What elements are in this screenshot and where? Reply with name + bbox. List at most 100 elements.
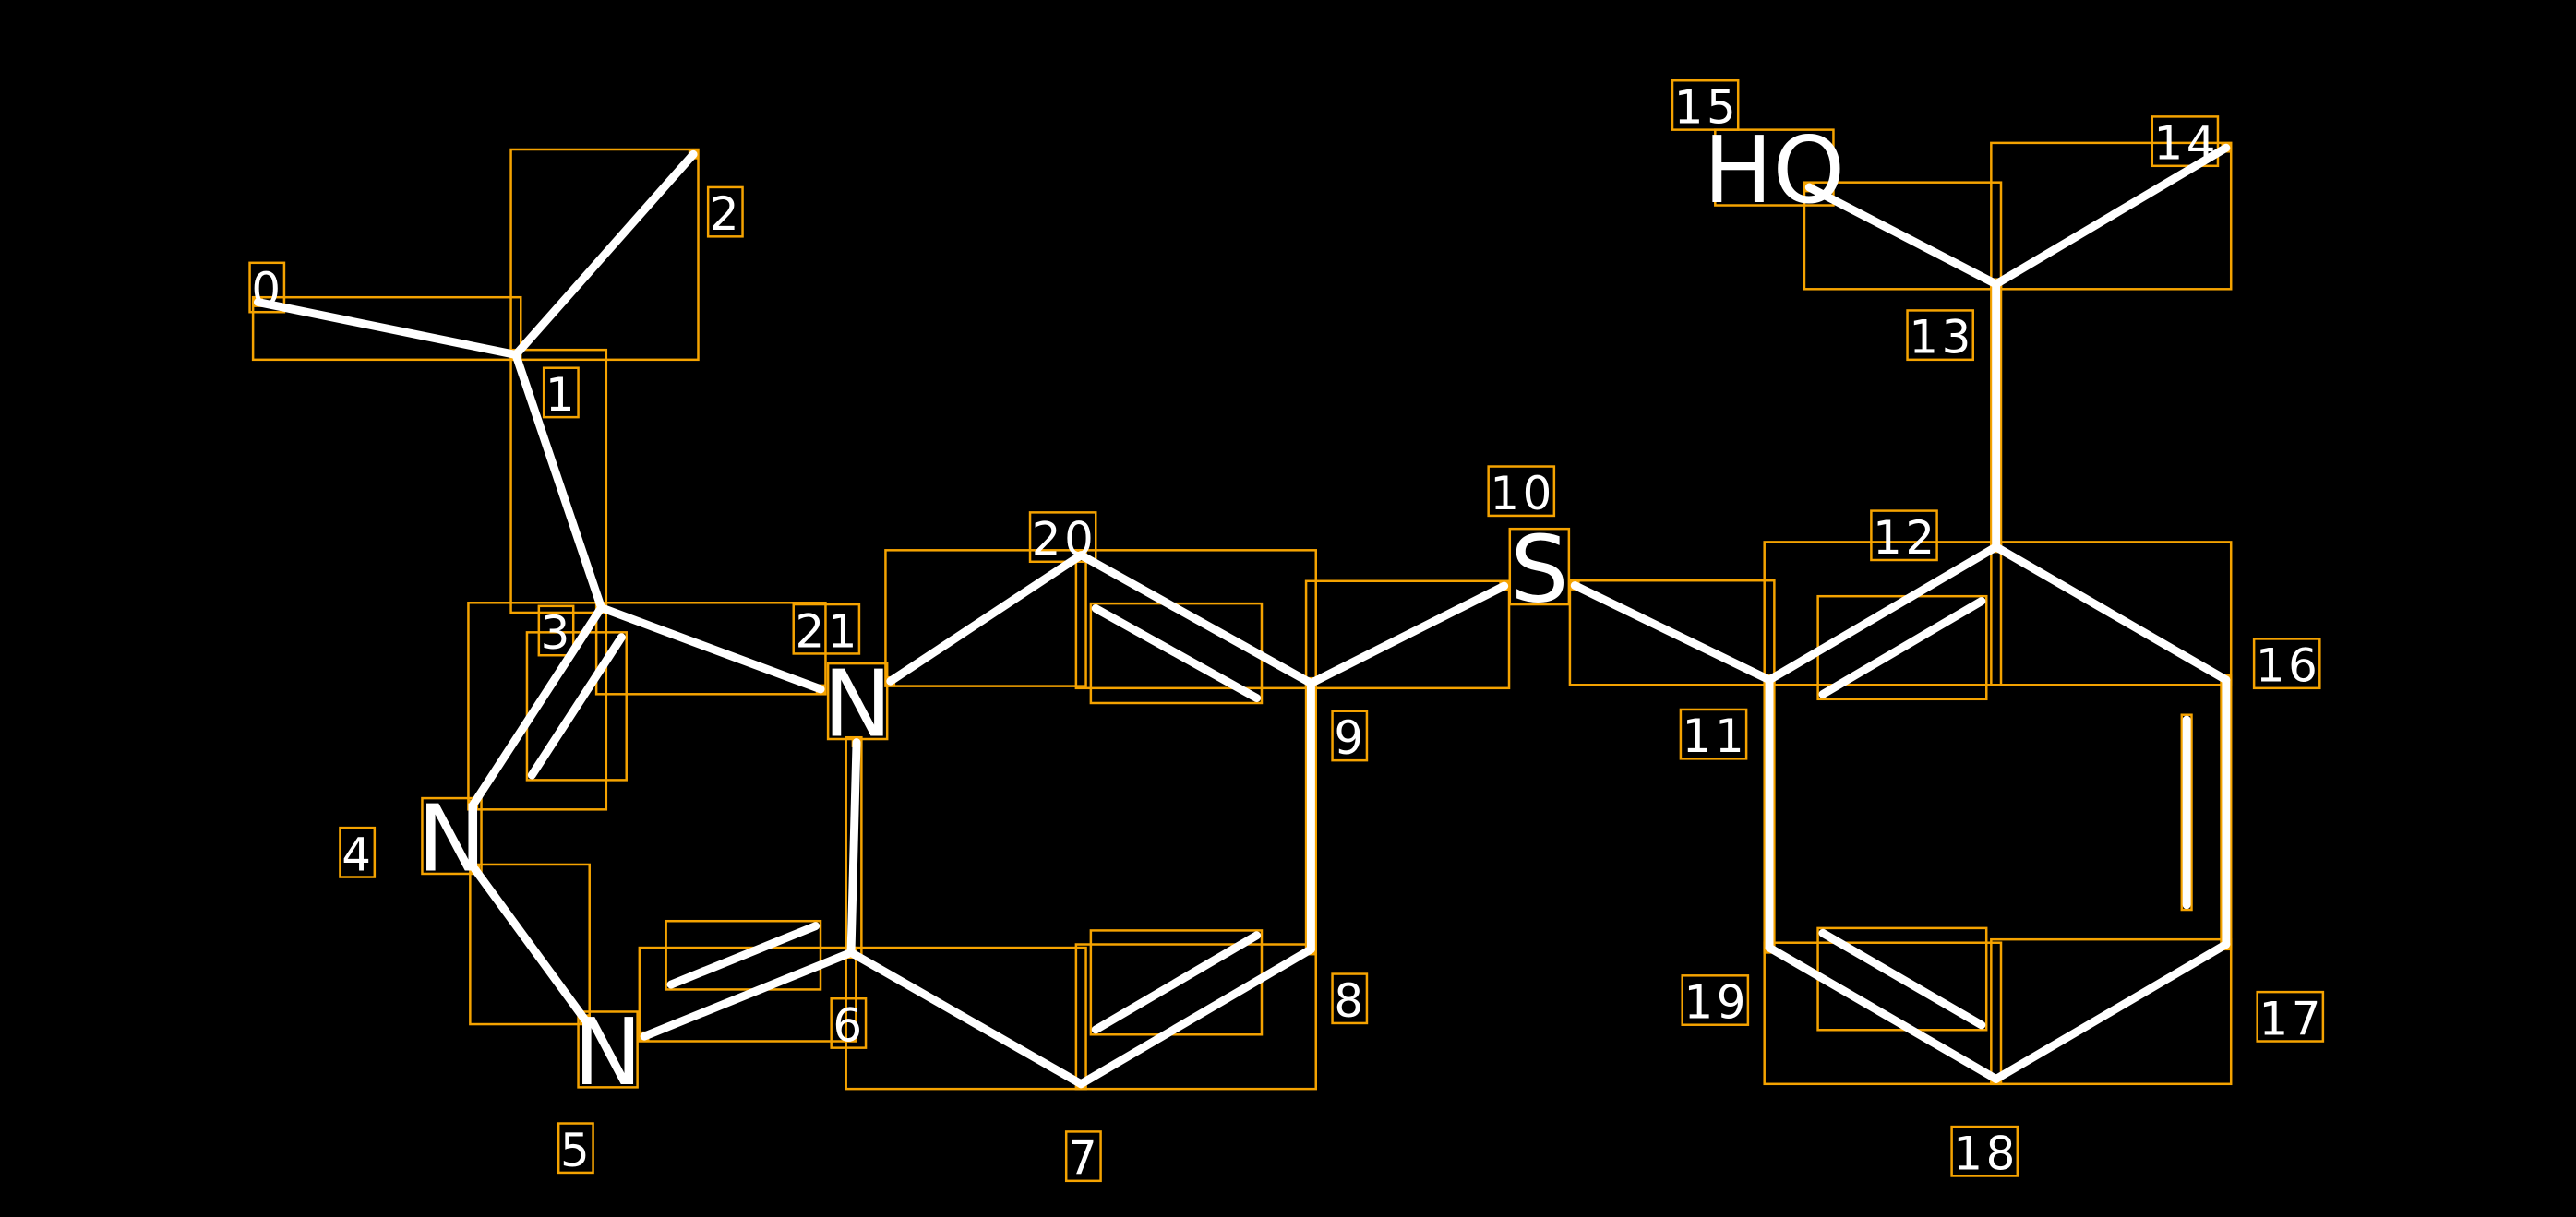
bond-18-19 (1765, 943, 2001, 1083)
index-label-box (2256, 990, 2325, 1043)
bond-17-18 (1992, 940, 2231, 1083)
bond-bounding-box (1568, 579, 1776, 686)
index-label-box (792, 603, 861, 655)
atom-label-box (421, 796, 483, 876)
index-label-box (1671, 78, 1740, 131)
atom-index-label: 10 (1490, 467, 1555, 520)
double-bond-line-11-12 (1818, 597, 1986, 698)
bond-bounding-box (525, 631, 628, 782)
index-label-box (2151, 115, 2220, 168)
bond-bounding-box (638, 946, 857, 1043)
atom-index-label: 11 (1683, 710, 1748, 763)
index-label-box (1064, 1130, 1102, 1183)
double-bond-line-5-6 (666, 922, 821, 989)
index-label-box (830, 996, 868, 1049)
bonds (254, 143, 2231, 1089)
atom-index-label: 5 (560, 1124, 593, 1177)
atom-index-label: 19 (1683, 976, 1749, 1030)
bond-bounding-box (509, 148, 700, 362)
atom-index-label: 16 (2256, 639, 2321, 693)
atom-index-label: 14 (2154, 117, 2220, 171)
bond-bounding-box (1074, 943, 1318, 1091)
bond-bounding-box (845, 946, 1087, 1091)
atom-index-label: 0 (251, 263, 283, 316)
index-label-box (1487, 465, 1556, 518)
index-label-box (1679, 708, 1748, 760)
atom-index-label: 1 (545, 368, 578, 422)
bond-21-3 (597, 603, 825, 694)
bond-bounding-box (1990, 141, 2233, 291)
bond-bounding-box (1074, 549, 1318, 690)
double-bond-line-18-19 (1818, 928, 1986, 1030)
bond-10-11 (1570, 581, 1774, 685)
bond-0-1 (254, 298, 521, 359)
index-label-box (537, 604, 575, 657)
atom-index-label: 20 (1032, 513, 1097, 567)
bond-bounding-box (2180, 713, 2193, 912)
bond-bounding-box (469, 863, 591, 1026)
bond-4-5 (471, 865, 589, 1024)
bond-bounding-box (509, 348, 608, 614)
bond-bounding-box (467, 602, 608, 811)
index-label-box (1681, 974, 1750, 1026)
bond-bounding-box (594, 602, 827, 696)
double-bond-line-3-4 (527, 633, 626, 780)
bond-7-6 (846, 948, 1085, 1089)
index-label-box (1028, 511, 1097, 564)
bond-13-14 (1992, 143, 2231, 289)
atom-label-n: N (573, 998, 642, 1106)
bond-bounding-box (1763, 941, 2003, 1086)
atom-index-label: 12 (1873, 511, 1938, 565)
bond-bounding-box (884, 549, 1087, 687)
index-label-box (1870, 509, 1938, 562)
bond-20-9 (1076, 551, 1315, 687)
bond-bounding-box (251, 295, 522, 362)
index-label-box (1331, 972, 1369, 1025)
index-label-box (557, 1122, 594, 1175)
bond-bounding-box (1990, 541, 2233, 686)
bond-1-2 (511, 149, 698, 359)
index-label-box (339, 826, 377, 878)
atom-index-label: 9 (1334, 711, 1366, 765)
atom-label-n: N (823, 650, 893, 758)
bond-bounding-box (1763, 541, 2003, 686)
bond-bounding-box (665, 919, 822, 991)
bond-3-4 (469, 603, 605, 809)
bond-5-6 (640, 948, 856, 1041)
atom-index-label: 18 (1953, 1127, 2019, 1180)
index-label-box (542, 366, 580, 419)
bond-bounding-box (1990, 937, 2233, 1086)
bond-9-10 (1306, 581, 1509, 687)
double-bond-line-20-9 (1091, 604, 1262, 703)
atom-label-box (577, 1010, 639, 1089)
index-label-box (1950, 1125, 2019, 1177)
bond-13-15 (1804, 183, 2001, 289)
atom-index-label: 4 (341, 828, 374, 881)
atom-index-label: 21 (796, 604, 861, 658)
double-bond-line-8-7 (1091, 931, 1262, 1034)
index-label-box (1906, 309, 1974, 362)
atom-label-s: S (1510, 515, 1568, 623)
atom-label-ho: HO (1704, 116, 1845, 224)
index-label-box (248, 261, 286, 314)
atom-index-label: 6 (833, 999, 865, 1053)
atom-index-label: 13 (1909, 311, 1974, 364)
bond-21-20 (886, 551, 1085, 686)
atom-index-label: 3 (541, 606, 573, 660)
index-label-box (706, 185, 744, 238)
atom-label-box (1714, 128, 1835, 207)
bond-bounding-box (1803, 181, 2003, 291)
index-label-box (2252, 638, 2321, 690)
atom-index-label: 15 (1674, 81, 1740, 135)
bond-11-12 (1765, 543, 2001, 685)
bond-bounding-box (1304, 579, 1511, 690)
atom-index-label: 2 (710, 187, 742, 241)
atom-index-label: 17 (2258, 992, 2324, 1045)
atom-label-n: N (417, 784, 486, 892)
bond-6-21 (846, 738, 861, 957)
atom-label-box (1508, 527, 1571, 606)
bond-1-3 (511, 351, 605, 613)
atom-index-label: 8 (1334, 974, 1366, 1028)
bond-12-16 (1992, 543, 2231, 685)
